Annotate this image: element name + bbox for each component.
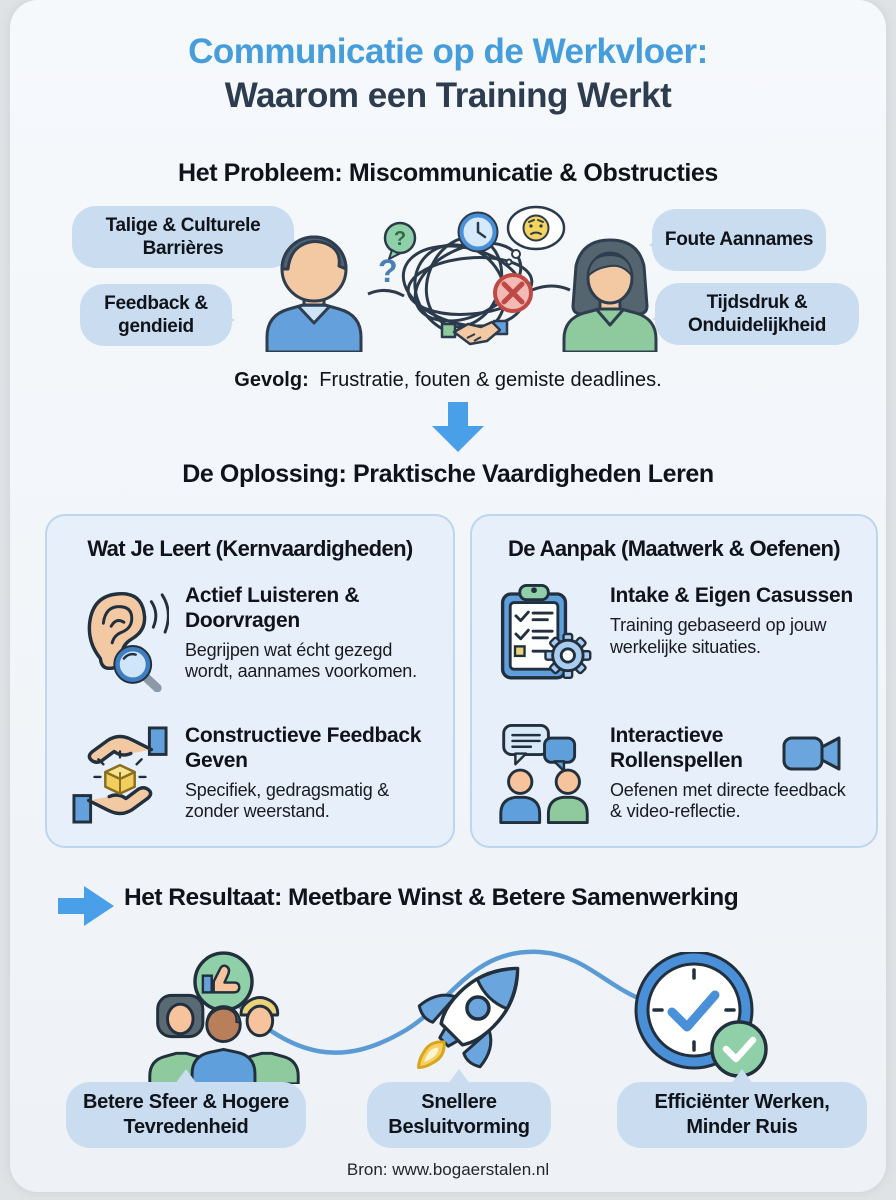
card-item-intake: Intake & Eigen Casussen Training gebasee… xyxy=(494,580,864,688)
consequence-label: Gevolg: xyxy=(234,369,309,391)
outcome-snellere-besluitvorming: Snellere Besluitvorming xyxy=(367,1082,551,1148)
card-item-rollenspellen: Interactieve Rollenspellen Oefenen met d… xyxy=(494,720,864,826)
page-title-line2: Waarom een Training Werkt xyxy=(224,76,672,115)
solution-heading: De Oplossing: Praktische Vaardigheden Le… xyxy=(182,460,714,488)
rocket-icon xyxy=(417,966,520,1069)
item-description: Training gebaseerd op jouw werkelijke si… xyxy=(610,614,827,657)
svg-text:?: ? xyxy=(394,228,406,250)
right-arrow-icon xyxy=(58,886,114,926)
item-title: Intake & Eigen Casussen xyxy=(610,584,853,607)
tangled-lines-icon: ? ? xyxy=(367,205,571,346)
video-camera-icon xyxy=(782,736,841,771)
svg-text:?: ? xyxy=(378,253,398,289)
roleplay-conversation-icon xyxy=(494,720,596,826)
down-arrow-icon xyxy=(432,402,484,452)
ear-listening-magnifier-icon xyxy=(69,580,171,692)
outcome-efficienter-werken: Efficiënter Werken, Minder Ruis xyxy=(617,1082,867,1148)
item-title: Interactieve Rollenspellen xyxy=(610,724,743,772)
problem-heading: Het Probleem: Miscommunicatie & Obstruct… xyxy=(178,159,718,187)
item-description: Specifiek, gedragsmatig & zonder weersta… xyxy=(185,779,390,822)
consequence-body: Frustratie, fouten & gemiste deadlines. xyxy=(319,369,662,391)
woman-figure-icon xyxy=(562,238,658,352)
card-item-actief-luisteren: Actief Luisteren & Doorvragen Begrijpen … xyxy=(69,580,441,692)
card-title: De Aanpak (Maatwerk & Oefenen) xyxy=(507,536,841,561)
clock-check-icon xyxy=(634,952,768,1078)
result-heading: Het Resultaat: Meetbare Winst & Betere S… xyxy=(124,884,739,911)
bubble-foute-aannames: Foute Aannames xyxy=(652,209,826,271)
page-title-line1: Communicatie op de Werkvloer: xyxy=(188,32,708,71)
man-figure-icon xyxy=(265,235,363,352)
consequence-text: Gevolg: Frustratie, fouten & gemiste dea… xyxy=(10,369,886,392)
outcome-betere-sfeer: Betere Sfeer & Hogere Tevredenheid xyxy=(66,1082,306,1148)
item-description: Begrijpen wat écht gezegd wordt, aanname… xyxy=(185,639,417,682)
item-title: Constructieve Feedback Geven xyxy=(185,724,422,772)
hands-giving-cube-icon xyxy=(69,720,171,830)
item-title: Actief Luisteren & Doorvragen xyxy=(185,584,360,632)
card-item-feedback-geven: Constructieve Feedback Geven Specifiek, … xyxy=(69,720,441,830)
infographic-canvas: Communicatie op de Werkvloer: Waarom een… xyxy=(10,0,886,1192)
card-wat-je-leert: Wat Je Leert (Kernvaardigheden) Actief L… xyxy=(45,514,455,848)
item-description: Oefenen met directe feedback & video-ref… xyxy=(610,779,846,822)
card-title: Wat Je Leert (Kernvaardigheden) xyxy=(87,536,413,561)
bubble-feedback: Feedback & gendieid xyxy=(80,284,232,346)
clipboard-gear-icon xyxy=(494,580,596,688)
journey-connector-line xyxy=(232,949,675,1055)
bubble-tijdsdruk: Tijdsdruk & Onduidelijkheid xyxy=(655,283,859,345)
team-thumbs-up-icon xyxy=(148,951,300,1084)
bubble-talige-culturele: Talige & Culturele Barrières xyxy=(72,206,294,268)
source-text: Bron: www.bogaerstalen.nl xyxy=(346,1160,550,1179)
card-de-aanpak: De Aanpak (Maatwerk & Oefenen) xyxy=(470,514,878,848)
